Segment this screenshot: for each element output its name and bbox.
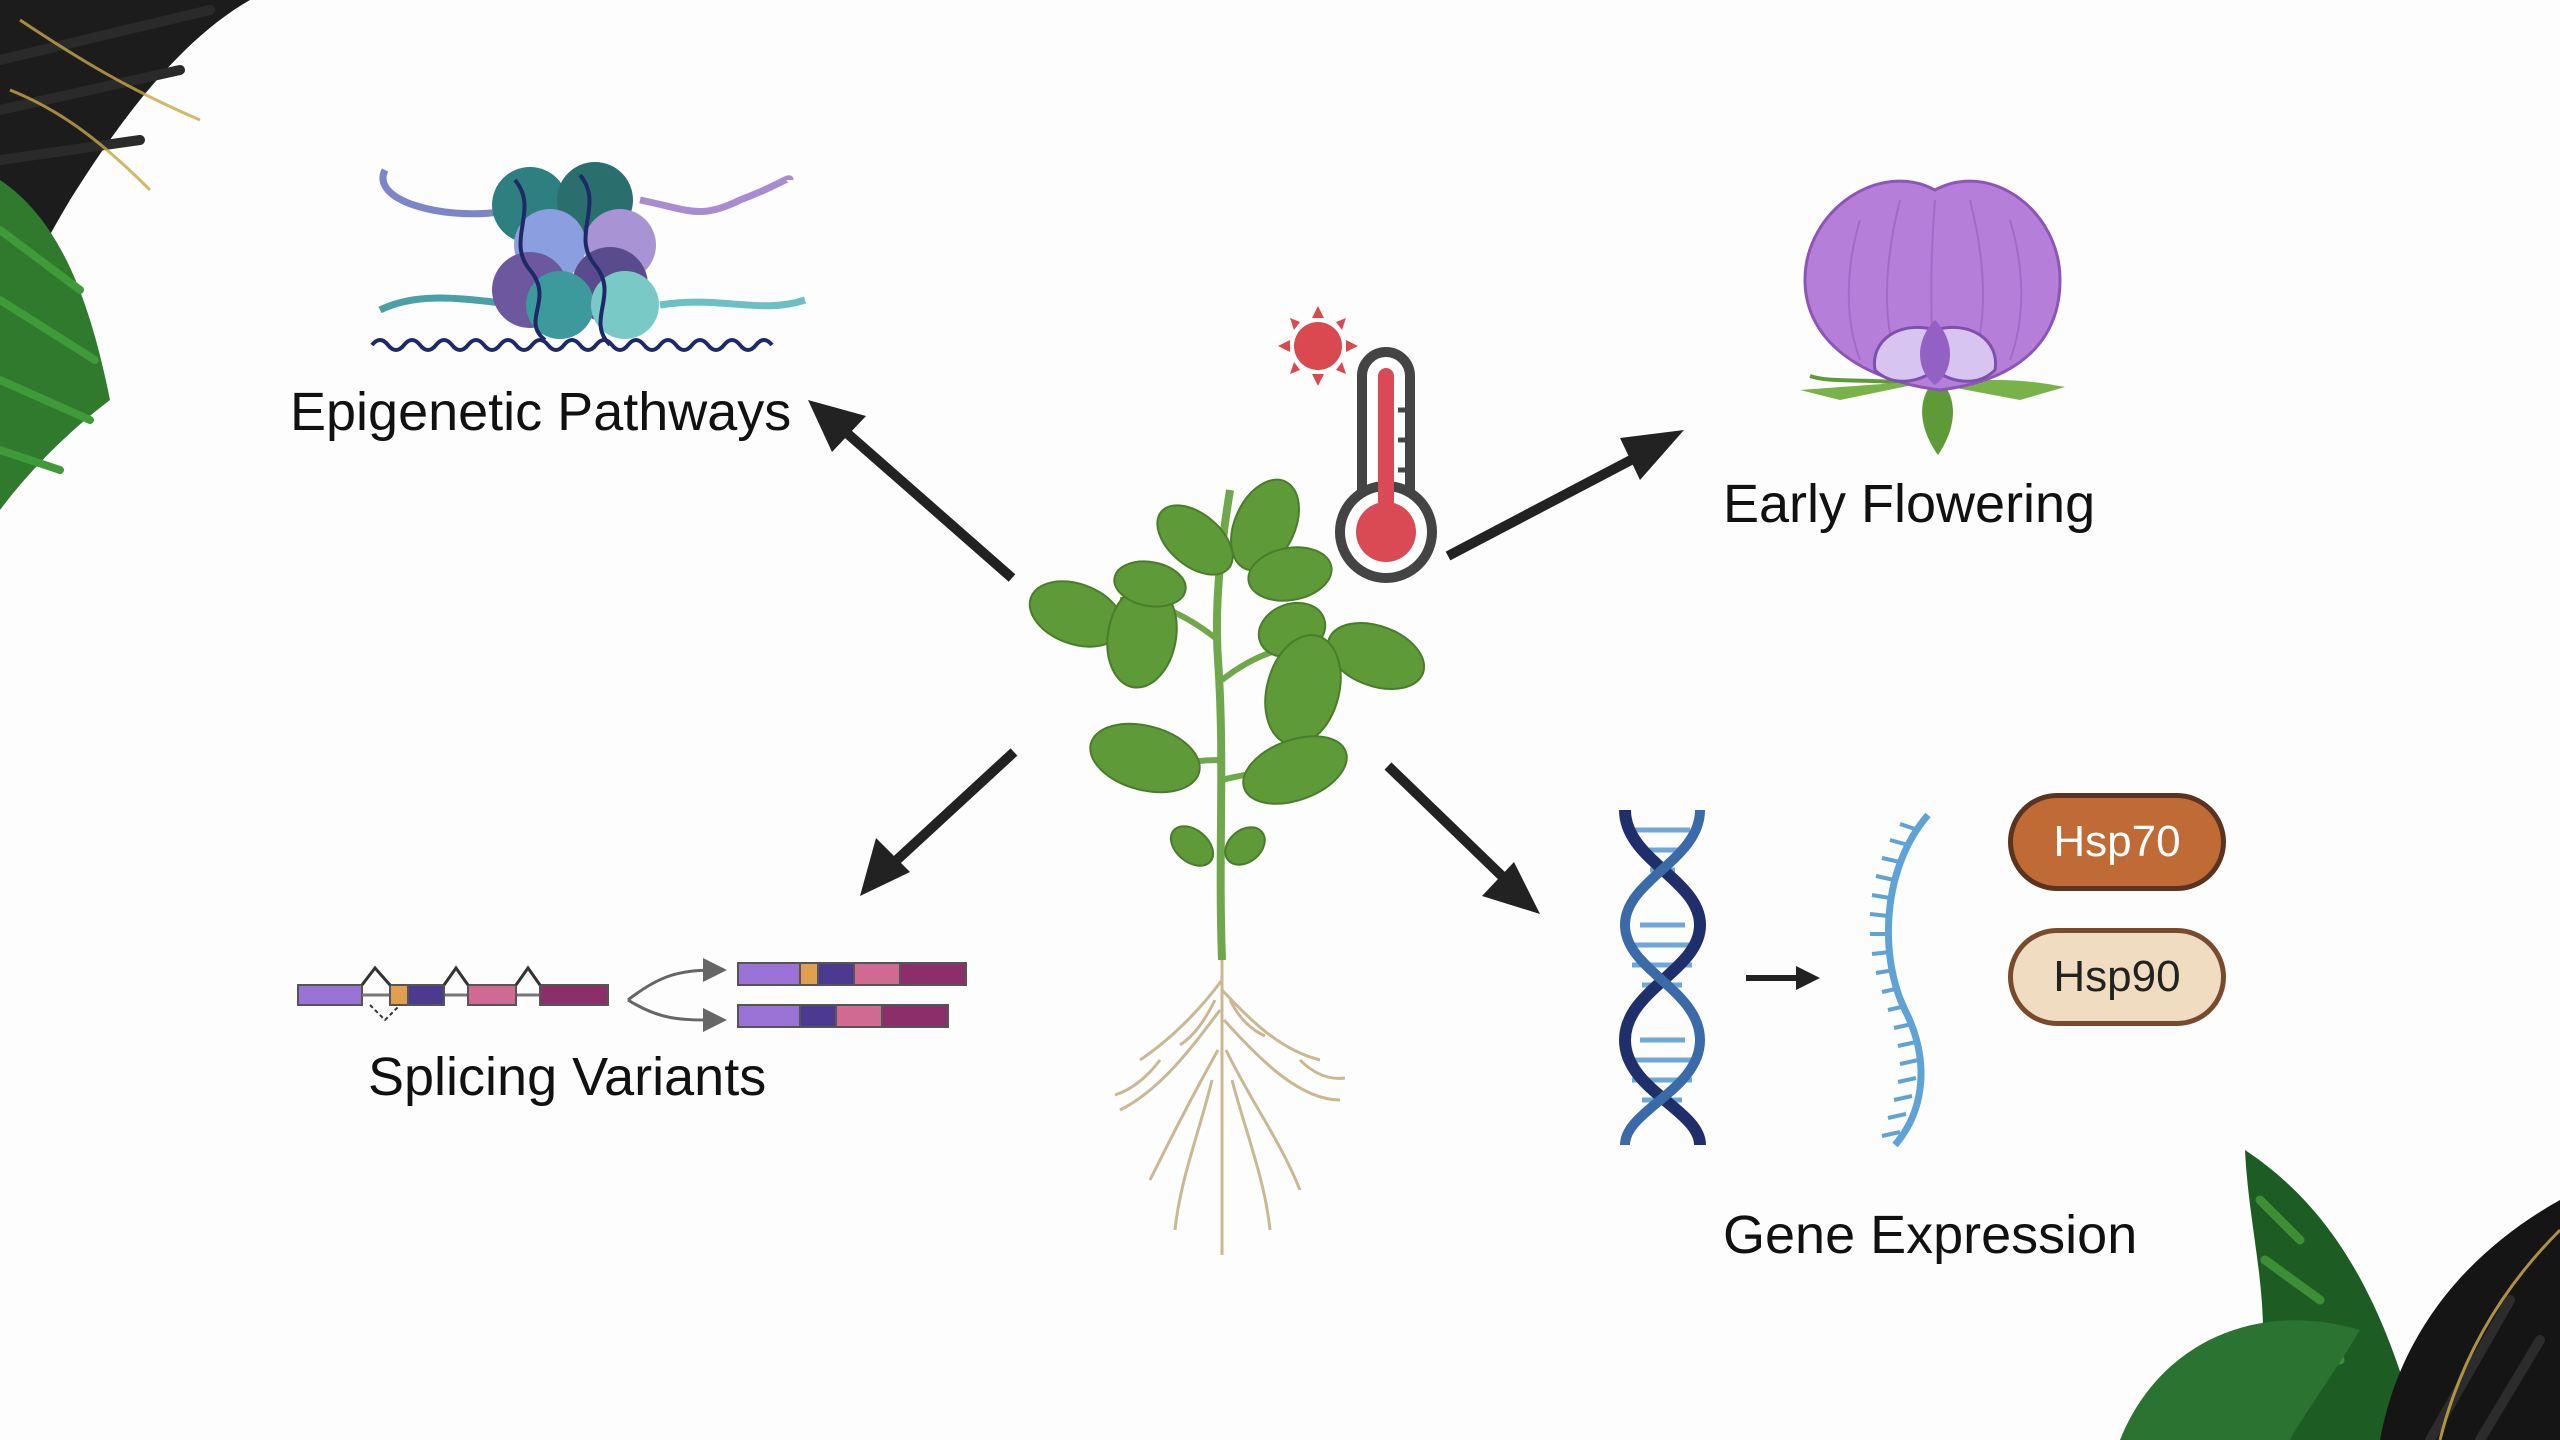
arrow-to-epigenetic	[808, 400, 1016, 582]
nucleosome-icon	[370, 162, 807, 352]
arrow-to-expression	[1384, 762, 1540, 914]
hsp90-badge: Hsp90	[2008, 928, 2226, 1026]
label-early-flowering: Early Flowering	[1723, 474, 2096, 534]
transcription-arrow	[1746, 966, 1820, 990]
arrow-to-splicing	[860, 748, 1018, 896]
plant-icon	[1028, 478, 1426, 1255]
label-epigenetic-pathways: Epigenetic Pathways	[290, 382, 792, 442]
thermometer-icon	[1335, 347, 1437, 583]
palm-leaf-icon	[2120, 1150, 2560, 1440]
flower-icon	[1800, 179, 2065, 455]
sun-icon	[1278, 306, 1358, 386]
splicing-icon	[297, 958, 967, 1032]
label-gene-expression: Gene Expression	[1723, 1205, 2138, 1265]
hsp70-badge: Hsp70	[2008, 793, 2226, 891]
arrow-to-flowering	[1445, 430, 1684, 561]
palm-leaf-icon	[0, 0, 250, 510]
rna-icon	[1869, 812, 1931, 1148]
dna-icon	[1618, 809, 1707, 1146]
label-splicing-variants: Splicing Variants	[368, 1047, 767, 1107]
